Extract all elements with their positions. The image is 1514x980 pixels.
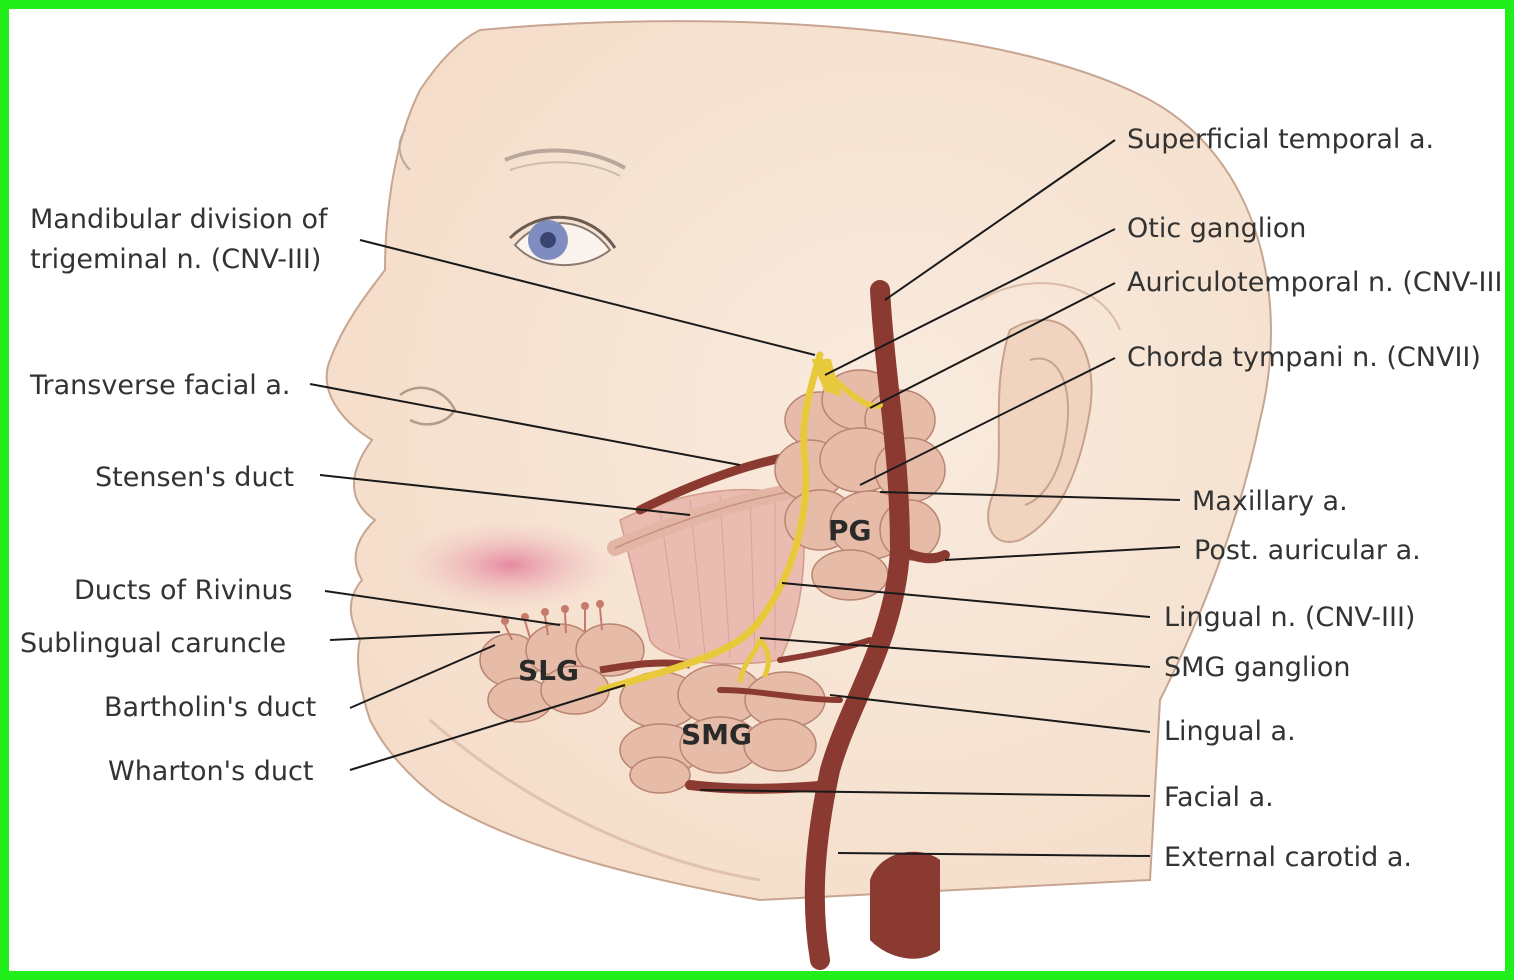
carotid-stump (870, 852, 940, 959)
label-superficial-temporal-artery: Superficial temporal a. (1127, 122, 1434, 158)
label-otic-ganglion: Otic ganglion (1127, 211, 1306, 247)
label-facial-artery: Facial a. (1164, 780, 1274, 816)
label-whartons-duct: Wharton's duct (108, 754, 313, 790)
cheek-blush (400, 520, 620, 610)
label-maxillary-artery: Maxillary a. (1192, 484, 1348, 520)
label-sublingual-caruncle: Sublingual caruncle (20, 626, 286, 662)
label-bartholins-duct: Bartholin's duct (104, 690, 316, 726)
label-post-auricular-artery: Post. auricular a. (1194, 533, 1421, 569)
label-mandibular-division-line2: trigeminal n. (CNV-III) (30, 242, 321, 278)
label-external-carotid-artery: External carotid a. (1164, 840, 1412, 876)
label-lingual-nerve: Lingual n. (CNV-III) (1164, 600, 1415, 636)
label-transverse-facial-artery: Transverse facial a. (30, 368, 290, 404)
label-ducts-of-rivinus: Ducts of Rivinus (74, 573, 293, 609)
label-mandibular-division-line1: Mandibular division of (30, 202, 328, 238)
label-submandibular-gland: SMG (681, 718, 752, 751)
label-lingual-artery: Lingual a. (1164, 714, 1296, 750)
label-smg-ganglion: SMG ganglion (1164, 650, 1351, 686)
label-stensens-duct: Stensen's duct (95, 460, 294, 496)
label-parotid-gland: PG (828, 514, 872, 547)
label-chorda-tympani: Chorda tympani n. (CNVII) (1127, 340, 1481, 376)
label-auriculotemporal-nerve: Auriculotemporal n. (CNV-III (1127, 265, 1502, 301)
label-sublingual-gland: SLG (518, 654, 579, 687)
